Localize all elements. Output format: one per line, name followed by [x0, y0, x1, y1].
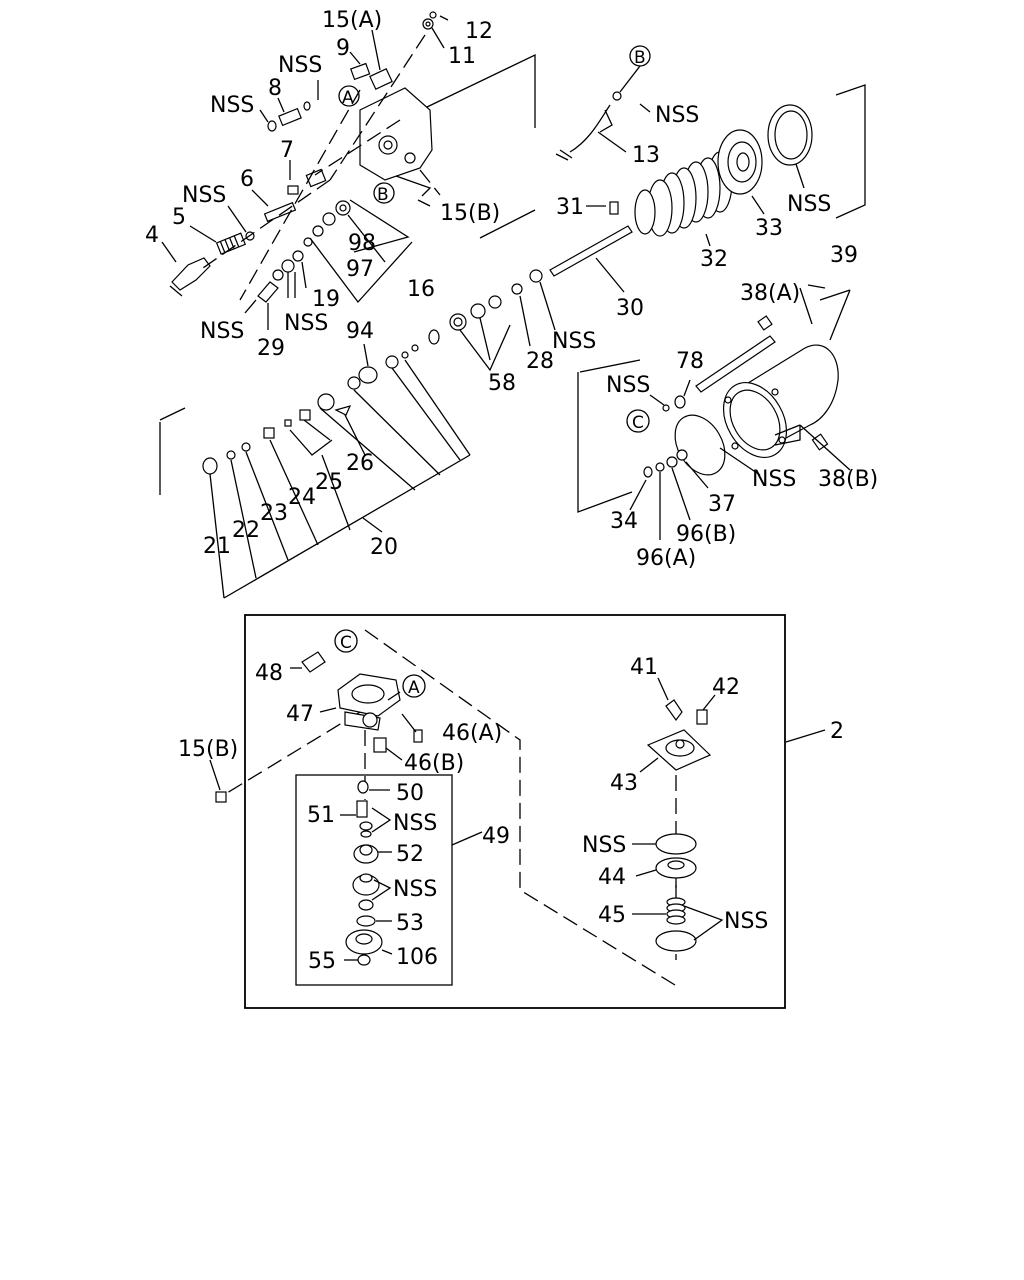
callout-21: 21	[203, 534, 231, 559]
callout-nss-8: NSS	[210, 93, 254, 118]
valve-body-assembly	[159, 11, 536, 495]
marker-c-mid: C	[632, 413, 644, 433]
callout-11: 11	[448, 44, 476, 69]
callout-nss-6: NSS	[182, 183, 226, 208]
callout-9: 9	[336, 36, 350, 61]
callout-39: 39	[830, 243, 858, 268]
callout-51: 51	[307, 803, 335, 828]
callout-nss-13: NSS	[655, 103, 699, 128]
callout-50: 50	[396, 781, 424, 806]
callout-2: 2	[830, 719, 844, 744]
callout-106: 106	[396, 945, 438, 970]
callout-33: 33	[755, 216, 783, 241]
callout-45: 45	[598, 903, 626, 928]
callout-12: 12	[465, 19, 493, 44]
callout-4: 4	[145, 223, 159, 248]
callout-43: 43	[610, 771, 638, 796]
callout-34: 34	[610, 509, 638, 534]
marker-b-circle: B	[634, 48, 646, 68]
piston-parts-row	[159, 359, 471, 599]
callout-26: 26	[346, 451, 374, 476]
callout-22: 22	[232, 518, 260, 543]
callout-97: 97	[346, 257, 374, 282]
marker-c-box: C	[340, 633, 352, 653]
callout-42: 42	[712, 675, 740, 700]
callout-25: 25	[315, 470, 343, 495]
callout-78: 78	[676, 349, 704, 374]
callout-23: 23	[260, 501, 288, 526]
callout-96a: 96(A)	[636, 546, 696, 571]
callout-31: 31	[556, 195, 584, 220]
callout-nss-51: NSS	[393, 811, 437, 836]
callout-32: 32	[700, 247, 728, 272]
callout-20: 20	[370, 535, 398, 560]
callout-nss-33: NSS	[787, 192, 831, 217]
callout-94: 94	[346, 319, 374, 344]
callout-7: 7	[280, 138, 294, 163]
callout-41: 41	[630, 655, 658, 680]
callout-nss-28: NSS	[552, 329, 596, 354]
callout-46b: 46(B)	[404, 751, 464, 776]
callout-24: 24	[288, 485, 316, 510]
callout-28: 28	[526, 349, 554, 374]
callout-96b: 96(B)	[676, 522, 736, 547]
callout-58: 58	[488, 371, 516, 396]
callout-nss-19: NSS	[284, 311, 328, 336]
callout-16: 16	[407, 277, 435, 302]
callout-55: 55	[308, 949, 336, 974]
callout-6: 6	[240, 167, 254, 192]
callout-44: 44	[598, 865, 626, 890]
callout-38a: 38(A)	[740, 281, 800, 306]
callout-nss-78: NSS	[606, 373, 650, 398]
callout-98: 98	[348, 231, 376, 256]
callout-13: 13	[632, 143, 660, 168]
callout-nss-44: NSS	[582, 833, 626, 858]
callout-5: 5	[172, 205, 186, 230]
callout-49: 49	[482, 824, 510, 849]
callout-nss-top: NSS	[278, 53, 322, 78]
callout-29: 29	[257, 336, 285, 361]
callout-52: 52	[396, 842, 424, 867]
callout-nss-37: NSS	[752, 467, 796, 492]
marker-a-top: A	[342, 88, 354, 108]
callout-30: 30	[616, 296, 644, 321]
callout-19: 19	[312, 287, 340, 312]
callout-15a: 15(A)	[322, 8, 382, 33]
marker-a-box: A	[408, 678, 420, 698]
callout-labels: 15(A) 12 9 11 NSS 8 NSS A 7 B 15(B) 6 NS…	[145, 8, 878, 974]
callout-53: 53	[396, 911, 424, 936]
callout-38b: 38(B)	[818, 467, 878, 492]
callout-15b-top: 15(B)	[440, 201, 500, 226]
valve-detail-frame	[209, 614, 826, 1009]
cylinder-assembly	[347, 45, 866, 540]
callout-nss-45: NSS	[724, 909, 768, 934]
callout-8: 8	[268, 76, 282, 101]
callout-15b-box: 15(B)	[178, 737, 238, 762]
callout-37: 37	[708, 492, 736, 517]
callout-48: 48	[255, 661, 283, 686]
callout-46a: 46(A)	[442, 721, 502, 746]
callout-47: 47	[286, 702, 314, 727]
callout-nss-29: NSS	[200, 319, 244, 344]
marker-b-top: B	[377, 185, 389, 205]
callout-nss-52: NSS	[393, 877, 437, 902]
